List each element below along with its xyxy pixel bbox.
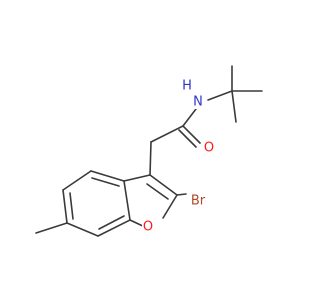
atom-layer: N H O O Br — [142, 79, 215, 235]
bond-c3a-c4-b — [91, 177, 120, 187]
bond-tbu-n — [207, 90, 233, 101]
bond-c2-br — [176, 193, 187, 196]
bond-carbonyl-o-a — [182, 125, 201, 144]
bond-c7-c7a-a — [97, 219, 131, 237]
bond-c3a-c7a — [123, 180, 131, 221]
atom-o-ring-label: O — [143, 220, 153, 235]
bond-ch2-c3 — [149, 141, 152, 176]
bond-c5-c6-b — [69, 192, 74, 220]
bond-c4-c5 — [62, 170, 92, 191]
atom-h-label: H — [182, 79, 192, 94]
bond-n-carbonyl — [182, 108, 197, 127]
bond-c3a-c4-a — [90, 170, 125, 182]
bond-c3-c2-a — [149, 174, 178, 196]
bond-c3a-c3 — [123, 174, 151, 182]
bond-c6-methyl — [35, 222, 68, 234]
bond-c7-c7a-b — [98, 215, 125, 230]
bond-c2-o — [162, 194, 178, 219]
bond-c6-c7 — [66, 222, 99, 237]
molecule-canvas: N H O O Br — [35, 65, 263, 237]
bond-layer — [35, 65, 263, 237]
bond-c5-c6-a — [62, 189, 68, 224]
atom-nh-hydrogen: H — [182, 79, 192, 94]
bond-carbonyl-ch2 — [150, 125, 184, 143]
bond-c3-c2-b — [146, 183, 169, 200]
atom-nh: N — [193, 95, 203, 110]
bond-tbu-methyl-bottom — [231, 90, 237, 123]
structure-diagram: N H O O Br — [35, 65, 263, 237]
bond-carbonyl-o-b — [178, 129, 197, 148]
atom-ring-oxygen: O — [142, 220, 154, 235]
atom-nh-label: N — [193, 95, 203, 110]
atom-o-carbonyl-label: O — [204, 141, 214, 156]
atom-bromine: Br — [188, 194, 208, 209]
atom-br-label: Br — [191, 194, 206, 209]
atom-carbonyl-oxygen: O — [203, 141, 215, 156]
